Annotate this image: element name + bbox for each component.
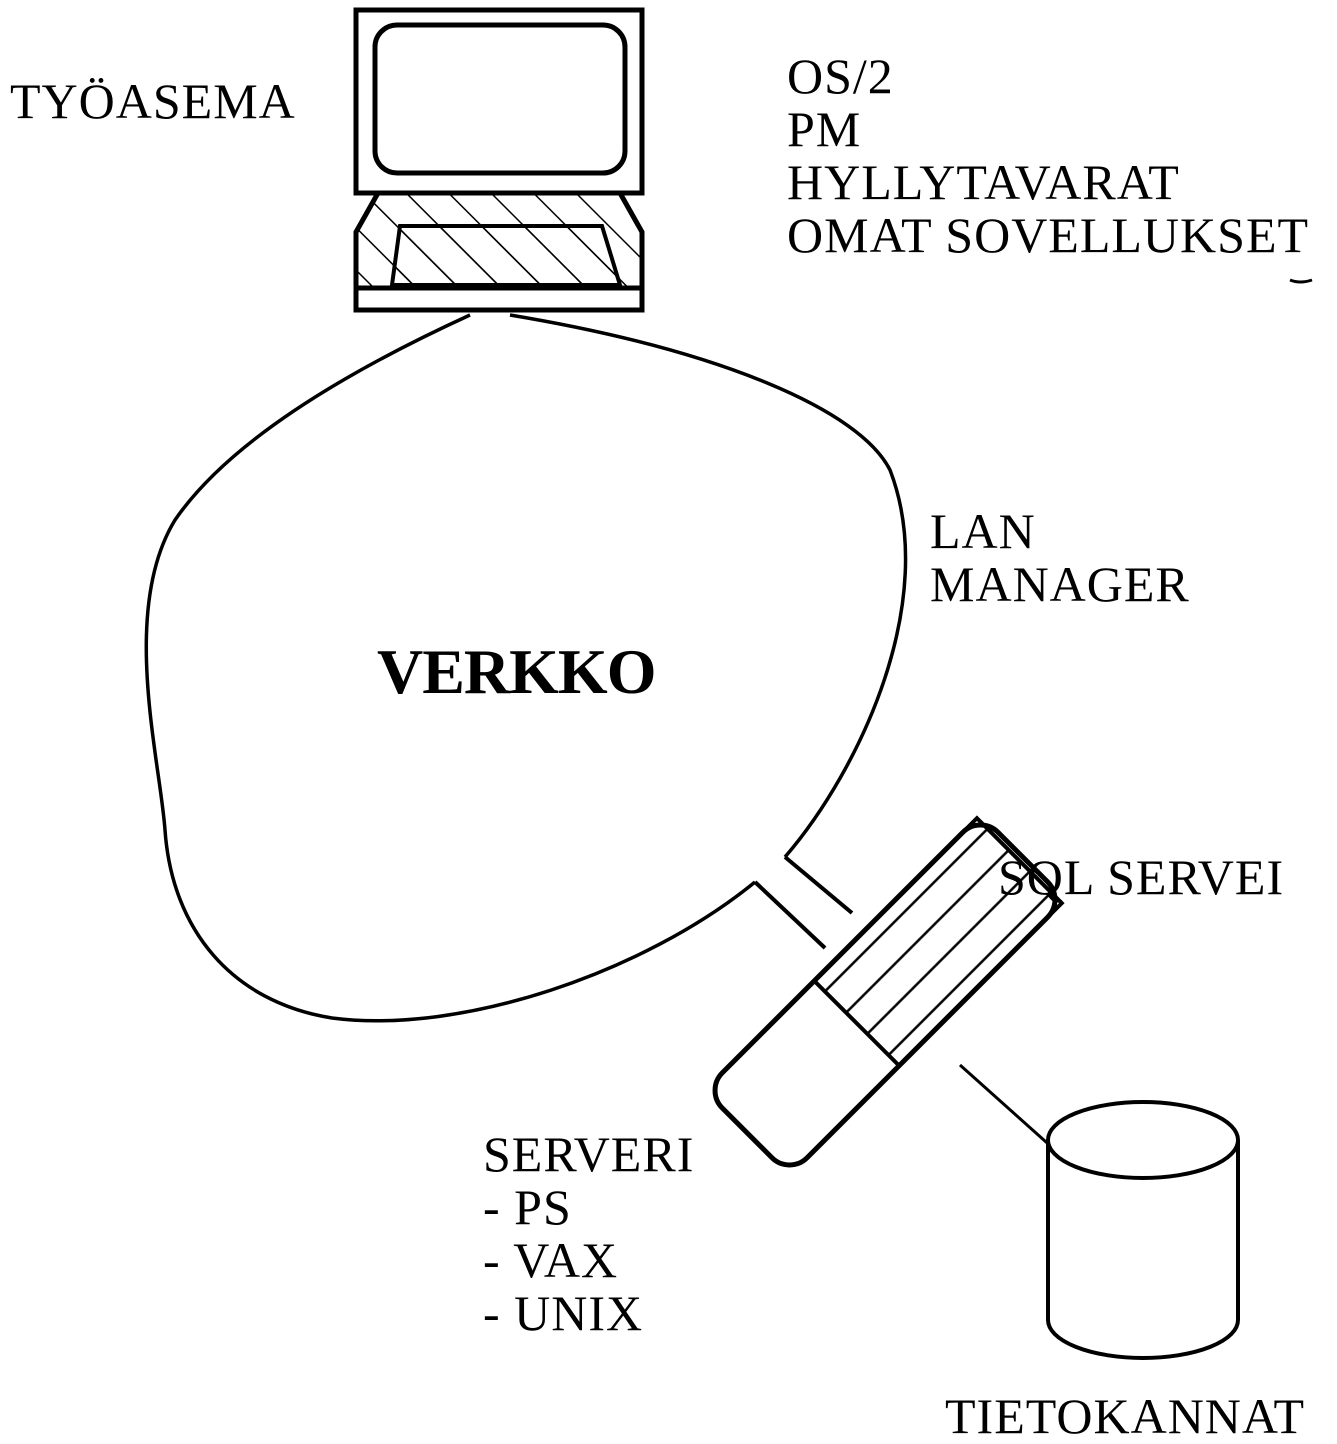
network-label: VERKKO (377, 636, 656, 707)
software-item-shelfware: HYLLYTAVARAT (787, 154, 1180, 210)
monitor-screen (372, 22, 628, 176)
network-cloud (144, 313, 908, 1023)
server-item-unix: - UNIX (483, 1285, 644, 1341)
database-cylinder (1046, 1100, 1240, 1360)
server-connector (753, 855, 854, 950)
lan-manager-line-2: MANAGER (930, 556, 1190, 612)
server-list: SERVERI - PS - VAX - UNIX (483, 1128, 694, 1340)
software-item-os2: OS/2 (787, 48, 894, 104)
server-item-ps: - PS (483, 1179, 572, 1235)
scan-mark (1289, 278, 1313, 284)
computer-stand (353, 285, 645, 313)
software-item-pm: PM (787, 101, 862, 157)
database-label: TIETOKANNAT (945, 1388, 1306, 1444)
server-title: SERVERI (483, 1126, 695, 1182)
lan-manager-label: LAN MANAGER (930, 505, 1190, 611)
workstation-label: TYÖASEMA (10, 73, 296, 129)
software-list: OS/2 PM HYLLYTAVARAT OMAT SOVELLUKSET (787, 50, 1309, 262)
sql-server-label: SQL SERVEI (998, 849, 1285, 905)
software-item-own-apps: OMAT SOVELLUKSET (787, 207, 1310, 263)
server-item-vax: - VAX (483, 1232, 619, 1288)
keyboard-keys (389, 224, 623, 287)
sql-server-box (712, 815, 1065, 1168)
workstation-computer (353, 7, 645, 313)
database-link (958, 1063, 1057, 1152)
lan-manager-line-1: LAN (930, 503, 1036, 559)
